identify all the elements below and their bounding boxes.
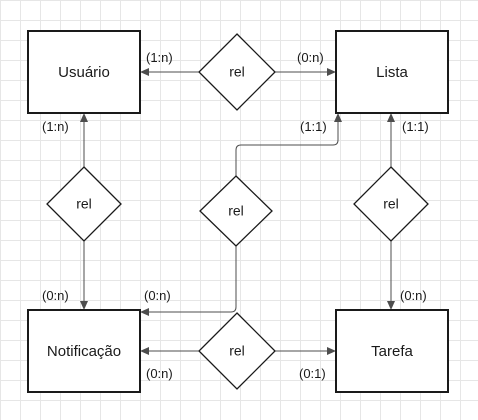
cardinality-tarefa-right: (0:n) (400, 288, 427, 303)
relationship-right-diamond[interactable] (353, 166, 429, 242)
arrow-head-notificacao-bottom (140, 347, 149, 355)
relationship-left-diamond[interactable] (46, 166, 122, 242)
relationship-top-diamond[interactable] (198, 33, 276, 111)
cardinality-tarefa-bottom: (0:1) (299, 366, 326, 381)
arrow-head-tarefa-bottom (327, 347, 336, 355)
connector-center-to-notificacao (148, 246, 237, 313)
connectors (80, 68, 395, 355)
entity-notificacao-box[interactable] (27, 309, 141, 393)
entity-lista[interactable]: Lista (335, 30, 449, 114)
arrow-head-lista-right (387, 113, 395, 122)
entity-usuario[interactable]: Usuário (27, 30, 141, 114)
relationship-bottom-diamond[interactable] (198, 312, 276, 390)
connector-center-to-lista (235, 121, 339, 176)
entity-lista-box[interactable] (335, 30, 449, 114)
arrow-head-tarefa-right (387, 301, 395, 310)
cardinality-lista-top: (0:n) (297, 50, 324, 65)
relationship-left-label: rel (76, 196, 92, 212)
cardinality-lista-center: (1:1) (300, 119, 327, 134)
relationship-center[interactable]: rel (199, 175, 273, 247)
cardinality-notificacao-bottom: (0:n) (146, 366, 173, 381)
relationship-bottom[interactable]: rel (198, 312, 276, 390)
arrow-head-lista-top (327, 68, 336, 76)
entity-tarefa-label: Tarefa (371, 343, 413, 360)
relationship-left[interactable]: rel (46, 166, 122, 242)
cardinality-lista-right: (1:1) (402, 119, 429, 134)
cardinality-usuario-top: (1:n) (146, 50, 173, 65)
arrow-head-usuario-left (80, 113, 88, 122)
entity-usuario-label: Usuário (58, 64, 110, 81)
arrow-head-notificacao-center (140, 308, 149, 316)
entity-usuario-box[interactable] (27, 30, 141, 114)
cardinality-notificacao-center: (0:n) (144, 288, 171, 303)
entity-lista-label: Lista (376, 64, 408, 81)
cardinality-notificacao-left: (0:n) (42, 288, 69, 303)
entity-notificacao[interactable]: Notificação (27, 309, 141, 393)
relationship-top-label: rel (229, 64, 245, 80)
entity-notificacao-label: Notificação (47, 343, 121, 360)
cardinality-usuario-left: (1:n) (42, 119, 69, 134)
relationship-top[interactable]: rel (198, 33, 276, 111)
relationship-right-label: rel (383, 196, 399, 212)
cardinality-labels: (1:n) (0:n) (1:n) (1:1) (1:1) (0:n) (0:n… (42, 50, 429, 381)
relationship-right[interactable]: rel (353, 166, 429, 242)
arrow-head-notificacao-left (80, 301, 88, 310)
arrow-head-usuario-top (140, 68, 149, 76)
relationship-center-diamond[interactable] (199, 175, 273, 247)
relationship-center-label: rel (228, 203, 244, 219)
entity-tarefa[interactable]: Tarefa (335, 309, 449, 393)
arrow-head-lista-center (334, 113, 342, 122)
entity-tarefa-box[interactable] (335, 309, 449, 393)
relationship-bottom-label: rel (229, 343, 245, 359)
